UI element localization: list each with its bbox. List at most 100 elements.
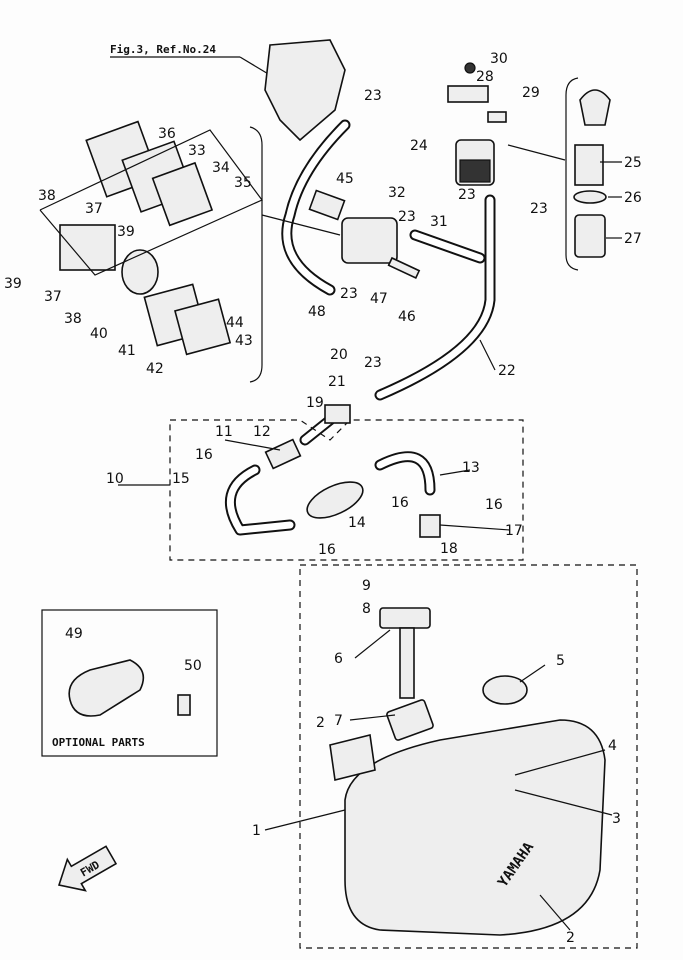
- fuel-line-box: [169, 419, 524, 561]
- filter-head: [579, 89, 611, 126]
- callout-10: 10: [106, 471, 124, 487]
- fuel-tank: [344, 719, 606, 936]
- callout-11: 11: [215, 424, 233, 440]
- callout-23: 23: [364, 88, 382, 104]
- callout-16: 16: [318, 542, 336, 558]
- callout-8: 8: [362, 601, 371, 617]
- plate: [151, 161, 214, 227]
- hoses: [224, 119, 496, 536]
- callout-9: 9: [362, 578, 371, 594]
- bolt-46: [387, 256, 421, 279]
- optional-parts-caption: OPTIONAL PARTS: [52, 736, 145, 749]
- o-ring-26: [573, 190, 607, 204]
- callout-3: 3: [612, 811, 621, 827]
- callout-37: 37: [44, 289, 62, 305]
- callout-16: 16: [195, 447, 213, 463]
- gasket-45: [308, 189, 346, 221]
- callout-35: 35: [234, 175, 252, 191]
- callout-30: 30: [490, 51, 508, 67]
- screw: [487, 111, 507, 123]
- callout-37: 37: [85, 201, 103, 217]
- callout-21: 21: [328, 374, 346, 390]
- callout-16: 16: [391, 495, 409, 511]
- callout-39: 39: [4, 276, 22, 292]
- callout-44: 44: [226, 315, 244, 331]
- callout-39: 39: [117, 224, 135, 240]
- callout-45: 45: [336, 171, 354, 187]
- callout-29: 29: [522, 85, 540, 101]
- callout-5: 5: [556, 653, 565, 669]
- fuel-joint-19: [324, 404, 351, 424]
- callout-26: 26: [624, 190, 642, 206]
- callout-48: 48: [308, 304, 326, 320]
- callout-25: 25: [624, 155, 642, 171]
- callout-23: 23: [398, 209, 416, 225]
- fwd-arrow-icon: FWD: [57, 845, 118, 892]
- callout-12: 12: [253, 424, 271, 440]
- callout-38: 38: [64, 311, 82, 327]
- callout-31: 31: [430, 214, 448, 230]
- callout-7: 7: [334, 713, 343, 729]
- figure-reference: Fig.3, Ref.No.24: [110, 43, 216, 56]
- decal-2: [329, 734, 376, 781]
- callout-6: 6: [334, 651, 343, 667]
- callout-47: 47: [370, 291, 388, 307]
- assembly-outline: [39, 129, 263, 276]
- callout-49: 49: [65, 626, 83, 642]
- callout-20: 20: [330, 347, 348, 363]
- callout-38: 38: [38, 188, 56, 204]
- cover-42: [174, 298, 232, 356]
- callout-34: 34: [212, 160, 230, 176]
- connector-12: [264, 438, 302, 470]
- filter-cup-27: [574, 214, 606, 258]
- callout-42: 42: [146, 361, 164, 377]
- right-bracket: [565, 77, 579, 271]
- gasket-7: [386, 699, 434, 741]
- primer-bulb-14: [306, 481, 364, 519]
- filter-bracket: [447, 85, 489, 103]
- callout-23: 23: [458, 187, 476, 203]
- carburetor-part: [264, 39, 346, 142]
- filter-element: [459, 159, 491, 183]
- left-bracket: [249, 126, 263, 383]
- callout-1: 1: [252, 823, 261, 839]
- callout-50: 50: [184, 658, 202, 674]
- fuel-pump: [341, 217, 398, 264]
- callout-19: 19: [306, 395, 324, 411]
- reference-leader: [239, 56, 271, 76]
- callout-16: 16: [485, 497, 503, 513]
- filter-element-25: [574, 144, 604, 186]
- leader-lines: [118, 144, 622, 931]
- callout-14: 14: [348, 515, 366, 531]
- callout-22: 22: [498, 363, 516, 379]
- diaphragm-40: [121, 249, 159, 295]
- callout-17: 17: [505, 523, 523, 539]
- callout-2: 2: [316, 715, 325, 731]
- callout-32: 32: [388, 185, 406, 201]
- pickup-tube: [399, 627, 415, 699]
- callout-41: 41: [118, 343, 136, 359]
- callout-24: 24: [410, 138, 428, 154]
- callout-4: 4: [608, 738, 617, 754]
- callout-27: 27: [624, 231, 642, 247]
- fuel-gauge-6: [379, 607, 431, 629]
- callout-15: 15: [172, 471, 190, 487]
- callout-13: 13: [462, 460, 480, 476]
- fuel-tank-box: [299, 564, 638, 949]
- callout-40: 40: [90, 326, 108, 342]
- screw-50: [177, 694, 191, 716]
- callout-36: 36: [158, 126, 176, 142]
- cover-49: [68, 659, 145, 717]
- callout-23: 23: [530, 201, 548, 217]
- callout-18: 18: [440, 541, 458, 557]
- optional-parts-box: [41, 609, 218, 757]
- tank-cap-5: [482, 675, 528, 705]
- callout-labels: 30 28 29 24 23 23 25 26 27 23 36 33 34 3…: [4, 51, 642, 946]
- callout-23: 23: [364, 355, 382, 371]
- callout-28: 28: [476, 69, 494, 85]
- pump-body: [59, 224, 116, 271]
- nut: [464, 62, 476, 74]
- callout-46: 46: [398, 309, 416, 325]
